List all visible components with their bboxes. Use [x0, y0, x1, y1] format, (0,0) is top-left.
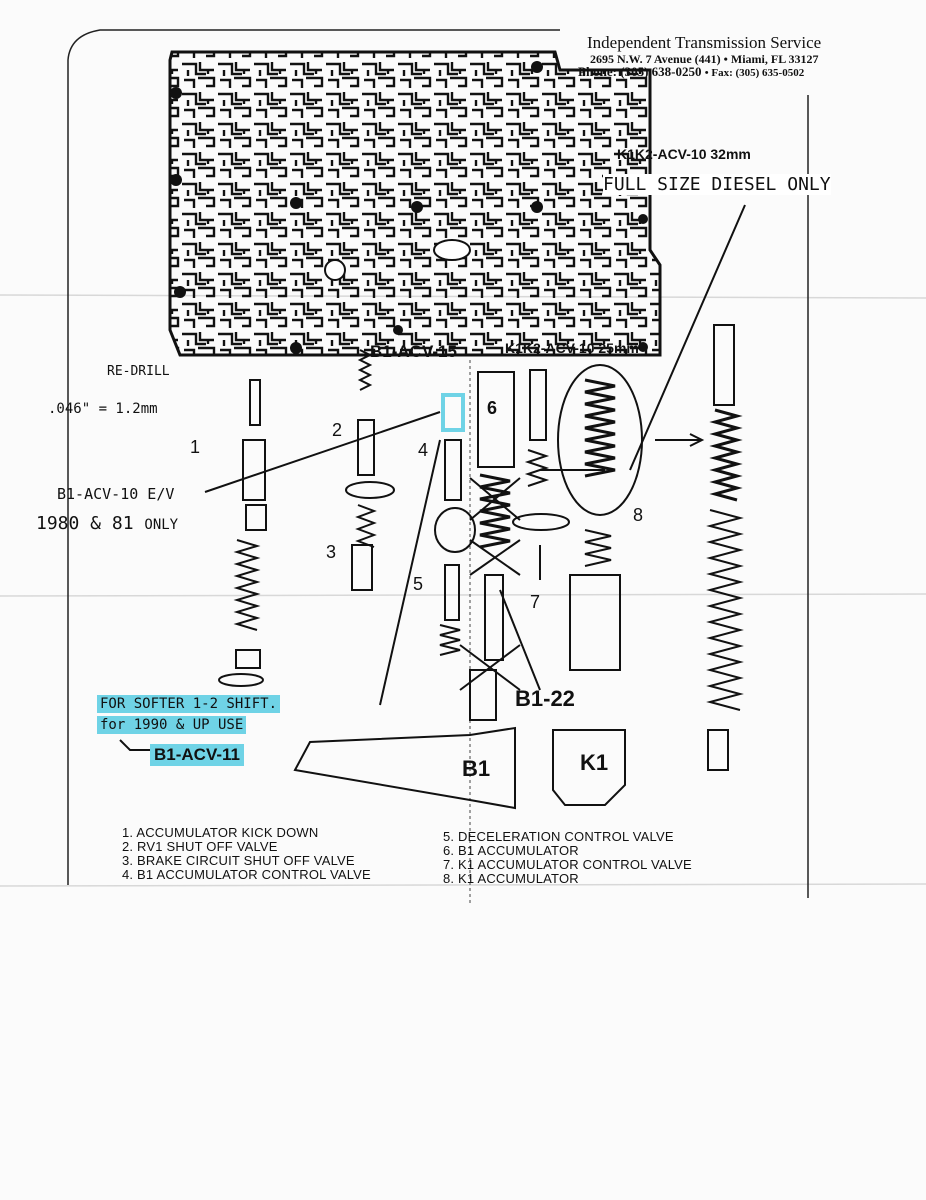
label-b1-acv-10: B1-ACV-10 E/V [57, 485, 175, 503]
part-number-6: 6 [487, 398, 498, 418]
label-diesel-only: FULL SIZE DIESEL ONLY [603, 174, 831, 195]
legend-item: 8. K1 ACCUMULATOR [443, 871, 579, 886]
company-phone: Phone: (305) 638-0250 [578, 64, 702, 79]
legend-item: 5. DECELERATION CONTROL VALVE [443, 829, 674, 844]
label-b1-acv-11: B1-ACV-11 [150, 744, 244, 766]
company-address: 2695 N.W. 7 Avenue (441) • Miami, FL 331… [590, 52, 819, 66]
label-years: 1980 & 81 [36, 513, 134, 534]
part-number-2: 2 [332, 420, 343, 440]
fold-lines [0, 294, 926, 887]
legend-item: 1. ACCUMULATOR KICK DOWN [122, 825, 319, 840]
label-k1k2-25mm: K1K2-ACV-10 25mm [505, 340, 639, 356]
plate-k1-label: K1 [580, 750, 609, 775]
label-b1-acv-15: B1-ACV-15 [370, 342, 457, 361]
part-number-5: 5 [413, 574, 424, 594]
legend-item: 6. B1 ACCUMULATOR [443, 843, 579, 858]
label-softer-shift: FOR SOFTER 1-2 SHIFT. [97, 695, 281, 713]
legend-left: 1. ACCUMULATOR KICK DOWN 2. RV1 SHUT OFF… [122, 826, 371, 882]
legend-item: 2. RV1 SHUT OFF VALVE [122, 839, 278, 854]
part-number-7: 7 [530, 592, 541, 612]
part-number-4: 4 [418, 440, 429, 460]
legend-right: 5. DECELERATION CONTROL VALVE 6. B1 ACCU… [443, 830, 692, 886]
page-border [67, 29, 560, 885]
label-drill-size: .046" = 1.2mm [48, 401, 158, 417]
part-number-3: 3 [326, 542, 337, 562]
legend-item: 3. BRAKE CIRCUIT SHUT OFF VALVE [122, 853, 355, 868]
valve-body-plate [168, 50, 662, 357]
part-number-8: 8 [633, 505, 644, 525]
label-redrill: RE-DRILL [107, 364, 170, 379]
company-fax: • Fax: (305) 635-0502 [704, 67, 805, 79]
label-only: ONLY [144, 517, 179, 533]
part-number-1: 1 [190, 437, 201, 457]
valve-parts [119, 204, 746, 810]
label-b1-22: B1-22 [515, 686, 575, 711]
legend-item: 4. B1 ACCUMULATOR CONTROL VALVE [122, 867, 371, 882]
company-name: Independent Transmission Service [587, 33, 822, 52]
plate-b1-label: B1 [462, 756, 491, 781]
legend-item: 7. K1 ACCUMULATOR CONTROL VALVE [443, 857, 692, 872]
label-k1k2-32mm: K1K2-ACV-10 32mm [617, 146, 751, 162]
label-for-1990: for 1990 & UP USE [97, 716, 247, 734]
